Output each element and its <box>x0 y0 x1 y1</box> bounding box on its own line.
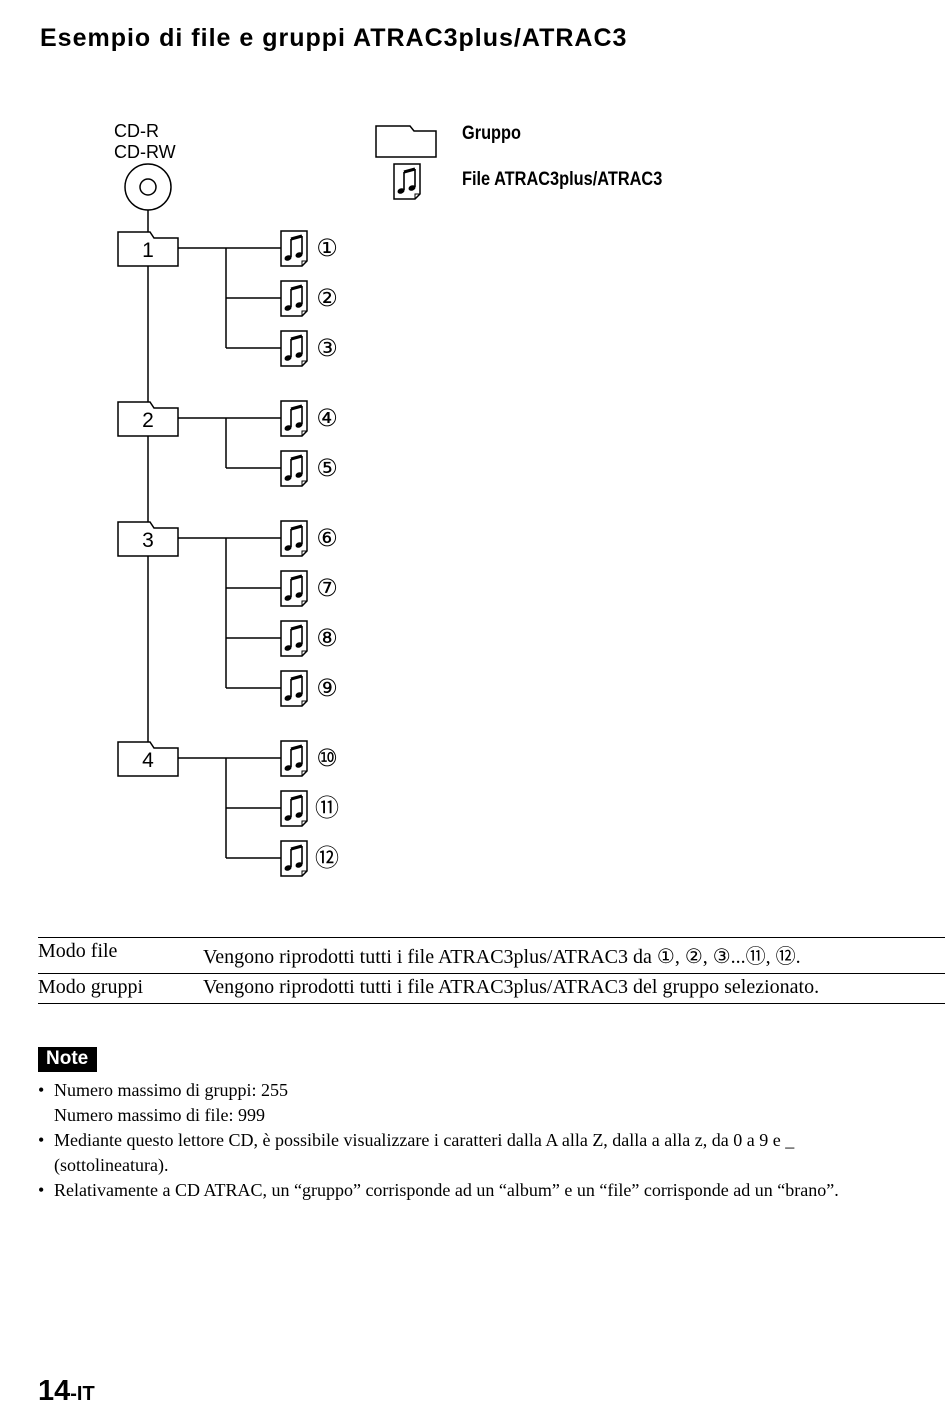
group-4: ⑩ ⑪ ⑫ 4 <box>117 740 339 877</box>
file-number: ① <box>316 235 338 262</box>
folder-icon: 4 <box>117 741 179 777</box>
file-number: ④ <box>316 405 338 432</box>
file-number: ⑦ <box>316 575 338 602</box>
legend-group-label: Gruppo <box>462 123 522 144</box>
list-item: • Mediante questo lettore CD, è possibil… <box>38 1128 948 1178</box>
group-number: 2 <box>142 409 154 432</box>
group-number: 1 <box>142 239 154 262</box>
list-item: • Numero massimo di gruppi: 255 Numero m… <box>38 1078 948 1128</box>
mode-name: Modo gruppi <box>38 973 203 1004</box>
file-number: ⑩ <box>316 745 338 772</box>
music-file-icon <box>280 280 308 317</box>
music-file-icon <box>280 230 308 267</box>
file-group-tree-diagram: CD-R CD-RW ① ② ③ 1 ④ ⑤ 2 ⑥ ⑦ ⑧ ⑨ 3 ⑩ ⑪ ⑫ 4 <box>114 121 437 877</box>
folder-icon: 2 <box>117 401 179 437</box>
mode-name: Modo file <box>38 937 203 974</box>
folder-icon: 3 <box>117 521 179 557</box>
note-text: Mediante questo lettore CD, è possibile … <box>54 1130 795 1150</box>
folder-icon: 1 <box>117 231 179 267</box>
modes-table: Modo file Vengono riprodotti tutti i fil… <box>38 937 945 1004</box>
music-file-icon <box>280 330 308 367</box>
music-file-icon <box>280 520 308 557</box>
music-file-icon <box>280 620 308 657</box>
cd-disc-icon <box>124 163 172 211</box>
table-row: Modo gruppi Vengono riprodotti tutti i f… <box>38 973 945 1004</box>
page-number: 14-IT <box>38 1375 95 1408</box>
page-number-suffix: -IT <box>70 1383 95 1405</box>
bullet: • <box>38 1080 45 1100</box>
legend-music-file-icon <box>393 163 421 200</box>
page-title: Esempio di file e gruppi ATRAC3plus/ATRA… <box>40 24 628 52</box>
music-file-icon <box>280 740 308 777</box>
file-number: ⑪ <box>315 795 339 822</box>
group-2: ④ ⑤ 2 <box>117 400 338 487</box>
file-number: ⑫ <box>315 845 339 872</box>
disc-label-cdr: CD-R <box>114 121 159 141</box>
mode-description: Vengono riprodotti tutti i file ATRAC3pl… <box>203 937 945 974</box>
group-1: ① ② ③ 1 <box>117 230 338 367</box>
file-number: ⑧ <box>316 625 338 652</box>
list-item: • Relativamente a CD ATRAC, un “gruppo” … <box>38 1178 948 1203</box>
music-file-icon <box>280 450 308 487</box>
notes-list: • Numero massimo di gruppi: 255 Numero m… <box>38 1078 948 1203</box>
file-number: ⑤ <box>316 455 338 482</box>
page-number-value: 14 <box>38 1375 71 1407</box>
legend-folder-icon <box>375 125 437 158</box>
music-file-icon <box>280 400 308 437</box>
note-text: Numero massimo di file: 999 <box>54 1105 265 1125</box>
bullet: • <box>38 1180 45 1200</box>
note-text: Relativamente a CD ATRAC, un “gruppo” co… <box>54 1180 839 1200</box>
file-number: ⑨ <box>316 675 338 702</box>
mode-description: Vengono riprodotti tutti i file ATRAC3pl… <box>203 973 945 1004</box>
group-number: 4 <box>142 749 154 772</box>
table-row: Modo file Vengono riprodotti tutti i fil… <box>38 937 945 974</box>
group-number: 3 <box>142 529 154 552</box>
file-number: ③ <box>316 335 338 362</box>
file-number: ⑥ <box>316 525 338 552</box>
note-heading: Note <box>38 1047 98 1072</box>
music-file-icon <box>280 570 308 607</box>
music-file-icon <box>280 840 308 877</box>
note-text: Numero massimo di gruppi: 255 <box>54 1080 288 1100</box>
note-text: (sottolineatura). <box>54 1155 169 1175</box>
music-file-icon <box>280 670 308 707</box>
group-3: ⑥ ⑦ ⑧ ⑨ 3 <box>117 520 338 707</box>
legend-file-label: File ATRAC3plus/ATRAC3 <box>462 169 663 190</box>
file-number: ② <box>316 285 338 312</box>
bullet: • <box>38 1130 45 1150</box>
disc-label-cdrw: CD-RW <box>114 142 176 162</box>
music-file-icon <box>280 790 308 827</box>
